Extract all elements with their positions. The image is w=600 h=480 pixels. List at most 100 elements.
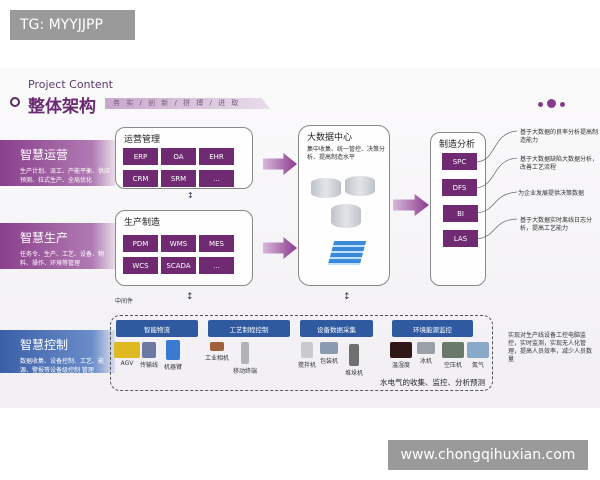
data-stack-icon (327, 241, 367, 265)
system-pdm[interactable]: PDM (123, 235, 158, 252)
updown-arrow-icon: ↕ (343, 292, 351, 302)
device-label: 温湿度 (391, 362, 410, 369)
system-wms[interactable]: WMS (161, 235, 196, 252)
manufacturing-analysis-box: 制造分析 SPC DFS BI LAS (430, 132, 486, 286)
analysis-desc: 基于大数据的良率分析提高制造能力 (520, 129, 599, 144)
control-layer-box (110, 315, 493, 391)
terminal-icon (241, 342, 249, 364)
updown-arrow-icon: ↕ (186, 292, 194, 302)
band-desc: 数据收集、设备控制、工艺、能源、警报等设备级控制 管理 (20, 358, 105, 374)
band-smart-production: 智慧生产 任务令、生产、工艺、设备、物料、操作、环境等管理 (0, 223, 115, 269)
dot-icon (547, 99, 556, 108)
device-label: 传输线 (139, 362, 158, 369)
device-label: 搅拌机 (297, 362, 316, 369)
device-mixer: 搅拌机 (292, 342, 322, 369)
camera-icon (210, 342, 224, 351)
system-erp[interactable]: ERP (123, 148, 158, 165)
device-label: 氮气 (471, 362, 484, 369)
system-dfs[interactable]: DFS (442, 179, 477, 196)
system-more[interactable]: ... (199, 170, 234, 187)
packer-icon (320, 342, 338, 354)
device-nitrogen: 氮气 (463, 342, 493, 369)
system-more[interactable]: ... (199, 257, 234, 274)
dot-icon (560, 102, 565, 107)
tagline: 务 实 / 创 新 / 拼 搏 / 进 取 (105, 98, 270, 109)
device-industrial-camera: 工业相机 (202, 342, 232, 362)
analysis-desc: 为企业发展提供决策数据 (518, 190, 585, 197)
system-scada[interactable]: SCADA (161, 257, 196, 274)
box-title: 制造分析 (439, 140, 476, 150)
header-label: TG: MYYJJPP (10, 10, 135, 40)
stacker-icon (349, 344, 359, 366)
mixer-icon (301, 342, 313, 358)
control-desc: 实现对生产线设备工控电脑监控，实时监测，实现无人化管理，提高人员效率，减少人员数… (508, 332, 593, 363)
right-arrow-icon (263, 237, 297, 259)
analysis-desc: 基于大数据缺陷大数据分析，改善工艺流程 (520, 156, 599, 171)
updown-arrow-icon: ↕ (187, 191, 194, 200)
device-conveyor: 传输线 (134, 342, 164, 369)
device-stacker: 堆垛机 (339, 344, 369, 377)
band-smart-control: 智慧控制 数据收集、设备控制、工艺、能源、警报等设备级控制 管理 (0, 330, 115, 374)
ops-management-box: 运营管理 ERP OA EHR CRM SRM ... (115, 127, 253, 189)
big-data-center-box: 大数据中心 集中收集、统一管控、决策分析、提高制造水平 (298, 125, 390, 286)
system-spc[interactable]: SPC (442, 153, 477, 170)
category-smart-logistics: 智能物流 (116, 320, 198, 337)
agv-icon (114, 342, 140, 358)
right-arrow-icon (263, 153, 297, 175)
device-label: 工业相机 (204, 355, 229, 362)
database-icon (345, 176, 375, 196)
band-smart-operations: 智慧运营 生产计划、派工、产能平衡、供应预测、拉式生产、全局优化 (0, 140, 115, 186)
box-desc: 集中收集、统一管控、决策分析、提高制造水平 (307, 146, 386, 161)
category-equipment-data: 设备数据采集 (300, 320, 373, 337)
device-label: 冰机 (419, 358, 432, 365)
system-oa[interactable]: OA (161, 148, 196, 165)
middleware-label: 中间件 (115, 298, 134, 305)
band-desc: 任务令、生产、工艺、设备、物料、操作、环境等管理 (20, 251, 105, 267)
right-arrow-icon (393, 194, 429, 216)
band-title: 智慧生产 (20, 231, 69, 245)
device-packer: 包装机 (314, 342, 344, 365)
device-robot-arm: 机器臂 (158, 340, 188, 371)
watermark: www.chongqihuxian.com (388, 440, 588, 470)
system-mes[interactable]: MES (199, 235, 234, 252)
device-thermo-hygrometer: 温湿度 (386, 342, 416, 369)
box-title: 运营管理 (124, 135, 161, 145)
robot-arm-icon (166, 340, 180, 360)
device-label: 机器臂 (163, 364, 182, 371)
conveyor-icon (142, 342, 156, 358)
box-title: 生产制造 (124, 218, 161, 228)
dot-icon (538, 102, 543, 107)
system-ehr[interactable]: EHR (199, 148, 234, 165)
device-label: 空压机 (443, 362, 462, 369)
thermometer-icon (390, 342, 412, 358)
device-label: 包装机 (319, 358, 338, 365)
device-agv: AGV (112, 342, 142, 367)
slide-title: 整体架构 (28, 97, 96, 117)
ring-icon (10, 97, 20, 107)
category-environment-energy: 环境能源监控 (392, 320, 473, 337)
compressor-icon (442, 342, 464, 358)
nitrogen-icon (467, 342, 489, 358)
system-bi[interactable]: BI (443, 205, 478, 222)
band-title: 智慧控制 (20, 338, 69, 352)
analysis-desc: 基于大数据实时离线日志分析，提高工艺能力 (520, 217, 593, 232)
slide-subtitle: Project Content (28, 78, 113, 91)
band-title: 智慧运营 (20, 148, 69, 162)
device-air-compressor: 空压机 (438, 342, 468, 369)
database-icon (331, 204, 361, 228)
system-las[interactable]: LAS (443, 230, 478, 247)
production-box: 生产制造 PDM WMS MES WCS SCADA ... (115, 210, 253, 286)
device-chiller: 冰机 (411, 342, 441, 365)
system-wcs[interactable]: WCS (123, 257, 158, 274)
device-label: AGV (120, 360, 134, 367)
energy-footer: 水电气的收集、监控、分析预测 (380, 378, 485, 387)
category-process-control: 工艺制程控制 (208, 320, 290, 337)
device-label: 堆垛机 (344, 370, 363, 377)
system-crm[interactable]: CRM (123, 170, 158, 187)
system-srm[interactable]: SRM (161, 170, 196, 187)
device-label: 移动终端 (232, 368, 257, 375)
connector-lines (477, 130, 518, 240)
box-title: 大数据中心 (307, 133, 353, 143)
chiller-icon (417, 342, 435, 354)
database-icon (311, 178, 341, 198)
